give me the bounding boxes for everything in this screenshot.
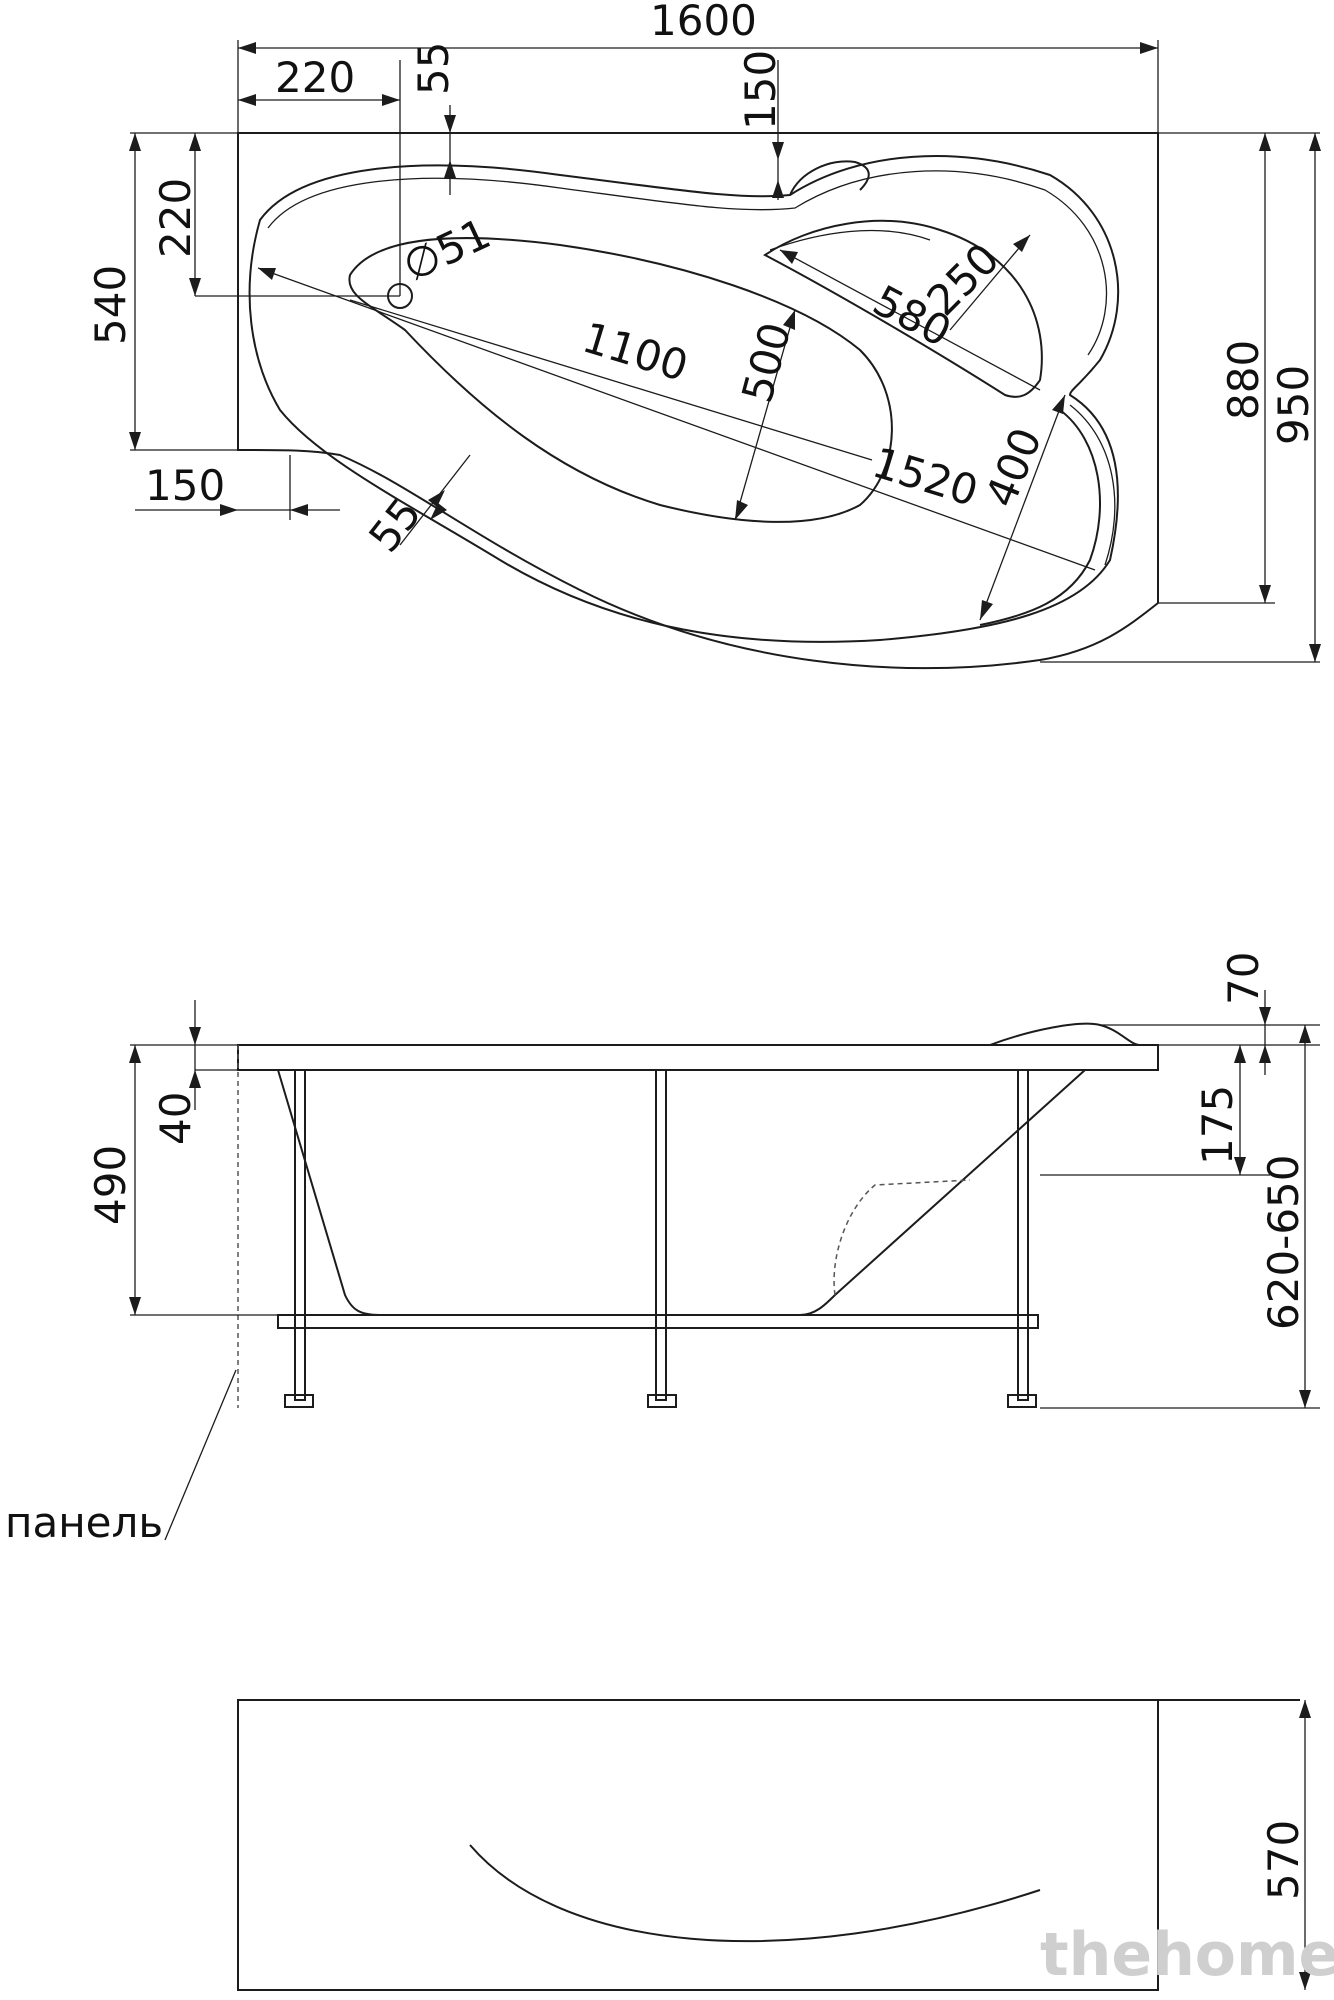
dim-55-top: 55 [409,42,458,95]
panel-leader [164,1369,237,1541]
dim-175: 175 [1193,1085,1242,1165]
foot-right [1007,1394,1037,1408]
lower-lobe-inner [1069,404,1116,566]
side-view: панель 490 40 70 175 620-650 [5,952,1320,1547]
dim-150-top: 150 [736,50,785,130]
foot-middle [647,1394,677,1408]
inner-bowl [348,237,893,523]
drain-label: ∅51 [396,209,498,291]
dim-500: 500 [732,317,800,407]
dim-220-vertical: 220 [151,178,200,258]
dim-880: 880 [1219,340,1268,420]
side-headrest [989,1022,1141,1046]
dim-220-left: 220 [275,53,355,102]
front-curve [469,1844,1041,1943]
leg-left [294,1069,306,1401]
dim-620-650: 620-650 [1259,1155,1308,1331]
tub-body [277,1069,1086,1316]
foot-left [284,1394,314,1408]
leg-right [1017,1069,1029,1401]
bath-shell [248,155,1120,643]
dim-540: 540 [86,265,135,345]
frame-bar [277,1314,1039,1329]
panel-label: панель [5,1498,163,1547]
dim-55-bottom: 55 [359,489,431,561]
headrest [789,160,870,196]
bath-rim [267,170,1108,356]
dim-40: 40 [151,1092,200,1145]
dim-1600: 1600 [650,0,757,45]
top-outline [237,132,1159,670]
dim-400: 400 [976,421,1051,514]
front-panel [237,1699,1159,1991]
seat-area [763,219,1043,398]
leg-middle [655,1069,667,1401]
dim-1520: 1520 [867,438,984,516]
seat-inner [769,229,931,251]
seat-dashed [833,1179,971,1296]
rim-bar [237,1044,1159,1071]
dim-570: 570 [1259,1820,1308,1900]
dim-70: 70 [1219,952,1268,1005]
top-view: 1600 220 55 150 540 220 ∅51 1100 [86,0,1321,670]
front-view: 570 [237,1699,1311,1991]
dim-1100: 1100 [577,313,694,391]
watermark: thehome [1040,1920,1334,1990]
lower-lobe [979,409,1101,626]
dim-490: 490 [86,1145,135,1225]
dim-950: 950 [1269,365,1318,445]
dim-150-bottom: 150 [145,461,225,510]
